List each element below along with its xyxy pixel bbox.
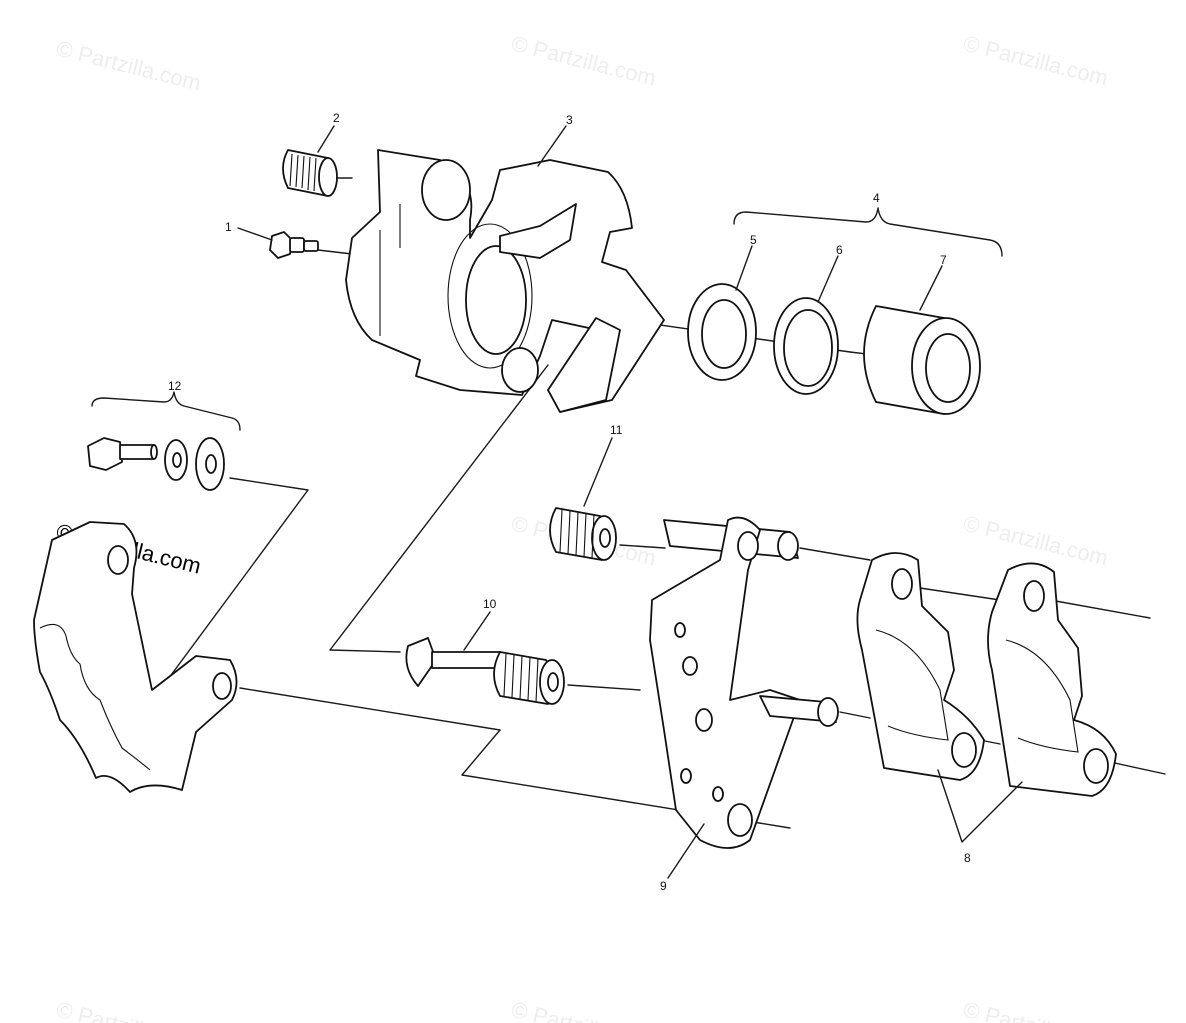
part-12-group-bracket	[91, 391, 241, 431]
part-12-flat-washer[interactable]	[195, 437, 225, 491]
part-12-bolt[interactable]	[87, 437, 158, 471]
callout-1[interactable]: 1	[225, 220, 232, 234]
part-5-seal[interactable]	[687, 283, 757, 381]
callout-7[interactable]: 7	[940, 253, 947, 267]
watermark: © Partzilla.com	[54, 36, 204, 96]
part-12-lock-washer[interactable]	[164, 439, 188, 481]
part-2-threaded-bushing[interactable]	[282, 149, 338, 197]
callout-leaders	[237, 125, 1023, 879]
callout-6[interactable]: 6	[836, 243, 843, 257]
callout-9[interactable]: 9	[660, 879, 667, 893]
mounting-bracket-frame	[33, 521, 238, 793]
callout-4[interactable]: 4	[873, 191, 880, 205]
part-7-piston[interactable]	[863, 305, 981, 415]
callout-11[interactable]: 11	[610, 423, 623, 437]
callout-10[interactable]: 10	[483, 597, 497, 611]
part-1-bleeder-screw[interactable]	[269, 231, 319, 259]
watermark: © Partzilla.com	[54, 997, 204, 1023]
callout-5[interactable]: 5	[750, 233, 757, 247]
callout-12[interactable]: 12	[168, 379, 182, 393]
watermark: © Partzilla.com	[509, 997, 659, 1023]
watermark: © Partzilla.com	[509, 31, 659, 91]
watermark: © Partzilla.com	[961, 31, 1111, 91]
part-6-seal[interactable]	[773, 297, 839, 395]
part-8-brake-pad-outer[interactable]	[987, 562, 1117, 797]
part-3-caliper-body[interactable]	[345, 149, 665, 413]
part-4-group-bracket	[733, 207, 1003, 257]
watermark: © Partzilla.com	[961, 511, 1111, 571]
part-9-caliper-bracket[interactable]	[649, 516, 839, 849]
part-11-threaded-bushing[interactable]	[549, 507, 617, 561]
part-8-brake-pad-inner[interactable]	[856, 552, 985, 781]
callout-3[interactable]: 3	[566, 113, 573, 127]
callout-2[interactable]: 2	[333, 111, 340, 125]
part-10-guide-pin[interactable]	[405, 637, 565, 705]
callout-8[interactable]: 8	[964, 851, 971, 865]
watermark: © Partzilla.com	[961, 997, 1111, 1023]
callout-labels: 1 2 3 4 5 6 7 8 9 10 11 12	[168, 111, 971, 893]
